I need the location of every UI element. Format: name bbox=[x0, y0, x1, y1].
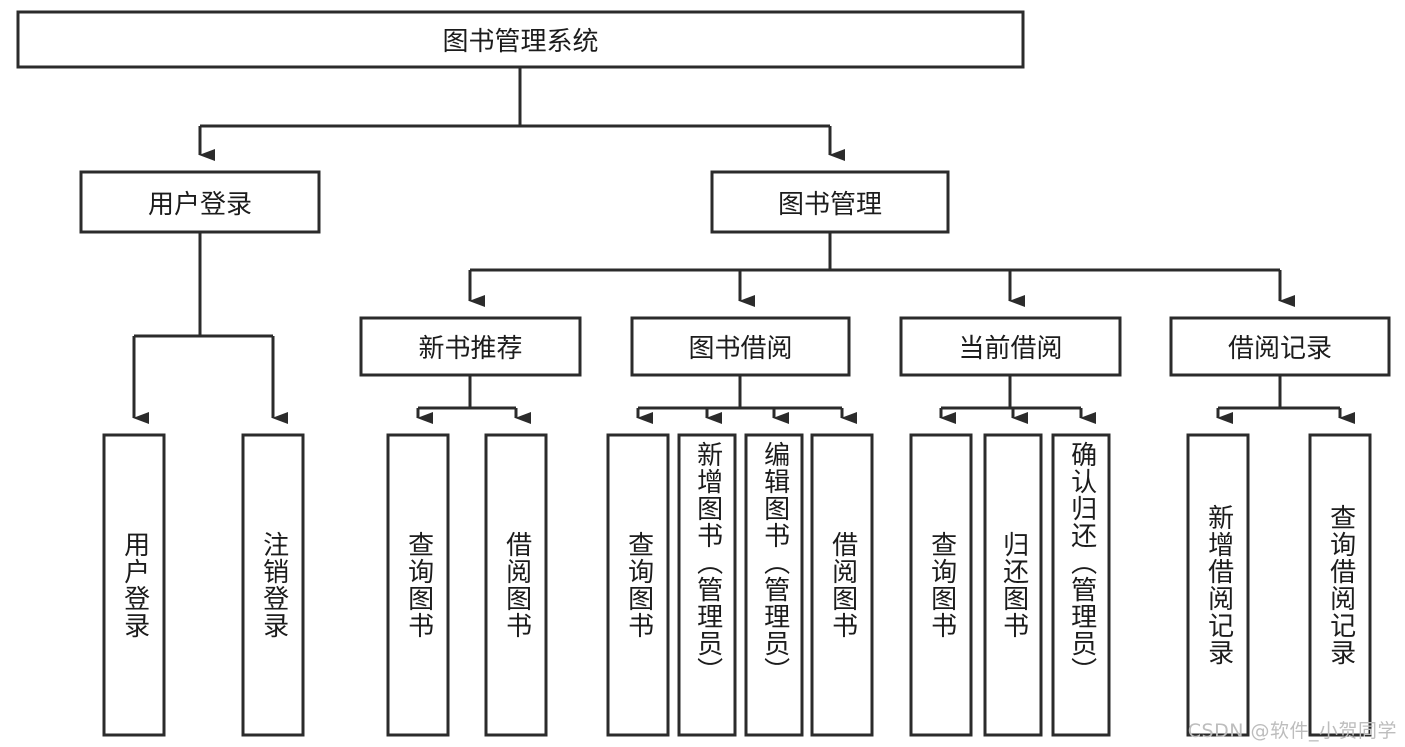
leaf-box-edit-book-admin[interactable] bbox=[744, 433, 804, 737]
leaf-box-query-book-current[interactable] bbox=[909, 433, 973, 737]
leaf-box-query-book-borrow[interactable] bbox=[606, 433, 670, 737]
leaf-box-add-borrow-record[interactable] bbox=[1186, 433, 1250, 737]
node-box-book-management[interactable] bbox=[710, 170, 950, 234]
node-box-user-login[interactable] bbox=[79, 170, 321, 234]
leaf-box-query-book-recommend[interactable] bbox=[386, 433, 450, 737]
leaf-box-user-login[interactable] bbox=[102, 433, 166, 737]
leaf-box-query-borrow-record[interactable] bbox=[1308, 433, 1372, 737]
node-box-root[interactable] bbox=[16, 10, 1025, 69]
node-box-current-borrow[interactable] bbox=[899, 316, 1122, 377]
csdn-watermark-text: CSDN @软件_小贺同学 bbox=[1187, 720, 1397, 742]
csdn-watermark: CSDN @软件_小贺同学 bbox=[1188, 716, 1397, 743]
leaf-box-add-book-admin[interactable] bbox=[677, 433, 737, 737]
leaf-box-return-book[interactable] bbox=[983, 433, 1043, 737]
node-box-book-borrow[interactable] bbox=[630, 316, 851, 377]
node-box-new-book-recommend[interactable] bbox=[359, 316, 582, 377]
node-box-borrow-record[interactable] bbox=[1169, 316, 1391, 377]
leaf-box-logout[interactable] bbox=[241, 433, 305, 737]
leaf-box-confirm-return-admin[interactable] bbox=[1051, 433, 1111, 737]
leaf-box-borrow-book-recommend[interactable] bbox=[484, 433, 548, 737]
leaf-box-borrow-book[interactable] bbox=[810, 433, 874, 737]
